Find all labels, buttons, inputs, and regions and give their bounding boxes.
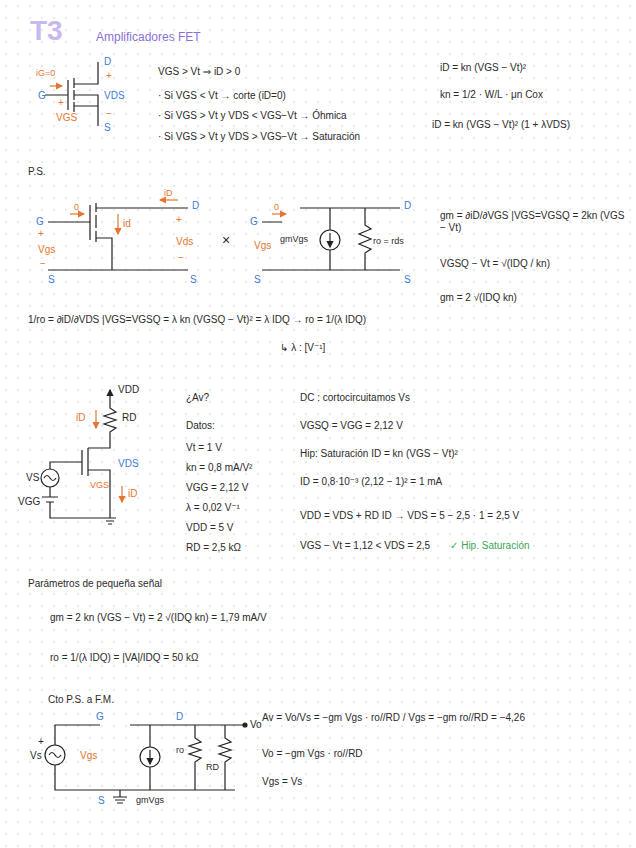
note-text: × [222,232,230,249]
note-text: S [190,274,197,286]
note-text: S [48,274,55,286]
note-text: kn = 1/2 · W/L · μn Cox [440,89,543,101]
note-text: Vgs [80,750,97,762]
note-text: Vgs [254,240,271,252]
note-text: Vt = 1 V [186,442,222,454]
note-text: · Si VGS < Vt → corte (iD=0) [158,90,286,102]
note-text: ro = 1/(λ IDQ) = |VA|/IDQ = 50 kΩ [50,652,198,664]
note-text: ID = 0,8·10⁻³ (2,12 − 1)² = 1 mA [300,476,442,488]
note-text: iD [128,488,137,500]
note-text: VDD = VDS + RD ID → VDS = 5 − 2,5 · 1 = … [300,510,519,522]
note-text: λ = 0,02 V⁻¹ [186,502,240,514]
note-text: VDD [118,384,139,396]
note-text: VGSQ − Vt = √(IDQ / kn) [440,258,550,270]
note-text: Vgs [38,244,55,256]
note-text: iG=0 [36,68,55,79]
note-text: S [404,274,411,286]
note-text: S [254,274,261,286]
note-text: Vgs = Vs [262,776,302,788]
note-text: Av = Vo/Vs = −gm Vgs · ro//RD / Vgs = −g… [262,712,525,724]
note-text: + [58,97,64,109]
note-text: RD [206,762,219,773]
note-text: S [98,795,105,807]
note-text: − [40,258,46,270]
note-text: VS [26,472,39,484]
note-text: + [176,214,182,226]
note-text: gmVgs [136,795,164,806]
note-text: gm = 2 kn (VGS − Vt) = 2 √(IDQ kn) = 1,7… [50,612,267,624]
note-text: gm = 2 √(IDQ kn) [440,292,517,304]
note-text: VDS [118,458,139,470]
note-text: VDS [104,90,125,102]
note-text: DC : cortocircuitamos Vs [300,392,410,404]
note-text: VDD = 5 V [186,522,234,534]
note-text: iD = kn (VGS − Vt)² (1 + λVDS) [432,119,570,131]
note-text: P.S. [28,166,46,178]
note-text: ro [176,745,184,756]
note-text: · Si VGS > Vt y VDS > VGS−Vt → Saturació… [158,131,360,143]
note-text: 0 [74,202,79,213]
note-text: G [38,90,46,102]
note-text: Parámetros de pequeña señal [28,578,162,590]
note-text: D [192,200,199,212]
note-text: Vs [30,750,42,762]
note-text: − [178,252,184,264]
note-text: G [96,711,104,723]
note-text: iD [76,412,85,424]
note-text: Datos: [186,420,215,432]
page-title: Amplificadores FET [96,30,201,44]
note-text: RD = 2,5 kΩ [186,542,241,554]
note-text: D [104,56,111,68]
note-text: ✓ Hip. Saturación [450,540,530,552]
note-text: VGS [90,480,109,491]
note-text: 1/ro = ∂iD/∂VDS |VGS=VGSQ = λ kn (VGSQ −… [28,314,366,326]
note-text: VGG [18,496,40,508]
note-text: Vo = −gm Vgs · ro//RD [262,748,363,760]
note-text: · Si VGS > Vt y VDS < VGS−Vt → Óhmica [158,110,347,122]
note-text: Vo [250,719,262,731]
note-text: kn = 0,8 mA/V² [186,462,252,474]
note-text: 0 [274,202,279,213]
note-text: gmVgs [280,234,308,245]
note-text: D [176,711,183,723]
note-text: iD = kn (VGS − Vt)² [440,62,526,74]
note-text: G [36,216,44,228]
note-text: T3 [30,14,63,48]
mosfet-symbol [41,62,400,803]
note-text: Vds [176,236,193,248]
note-text: gm = ∂iD/∂VGS |VGS=VGSQ = 2kn (VGS − Vt) [440,210,625,234]
note-text: RD [122,412,136,424]
note-text: S [104,122,111,134]
note-text: id [123,218,131,230]
note-text: ro = rds [373,236,404,247]
note-text: VGS [56,112,77,124]
note-text: iD [164,188,173,199]
note-text: + [38,736,44,748]
note-text: VGG = 2,12 V [186,482,249,494]
note-text: ↳ λ : [V⁻¹] [280,342,325,354]
note-text: + [106,70,112,82]
note-text: ¿Av? [186,392,209,404]
note-text: VGSQ = VGG = 2,12 V [300,420,403,432]
note-text: VGS − Vt = 1,12 < VDS = 2,5 [300,540,430,552]
note-text: Hip: Saturación ID = kn (VGS − Vt)² [300,448,458,460]
note-text: + [38,228,44,240]
note-text: D [404,200,411,212]
note-text: − [106,108,112,120]
note-text: G [250,216,258,228]
note-text: VGS > Vt ⇒ iD > 0 [158,66,240,78]
note-text: Cto P.S. a F.M. [48,694,114,706]
